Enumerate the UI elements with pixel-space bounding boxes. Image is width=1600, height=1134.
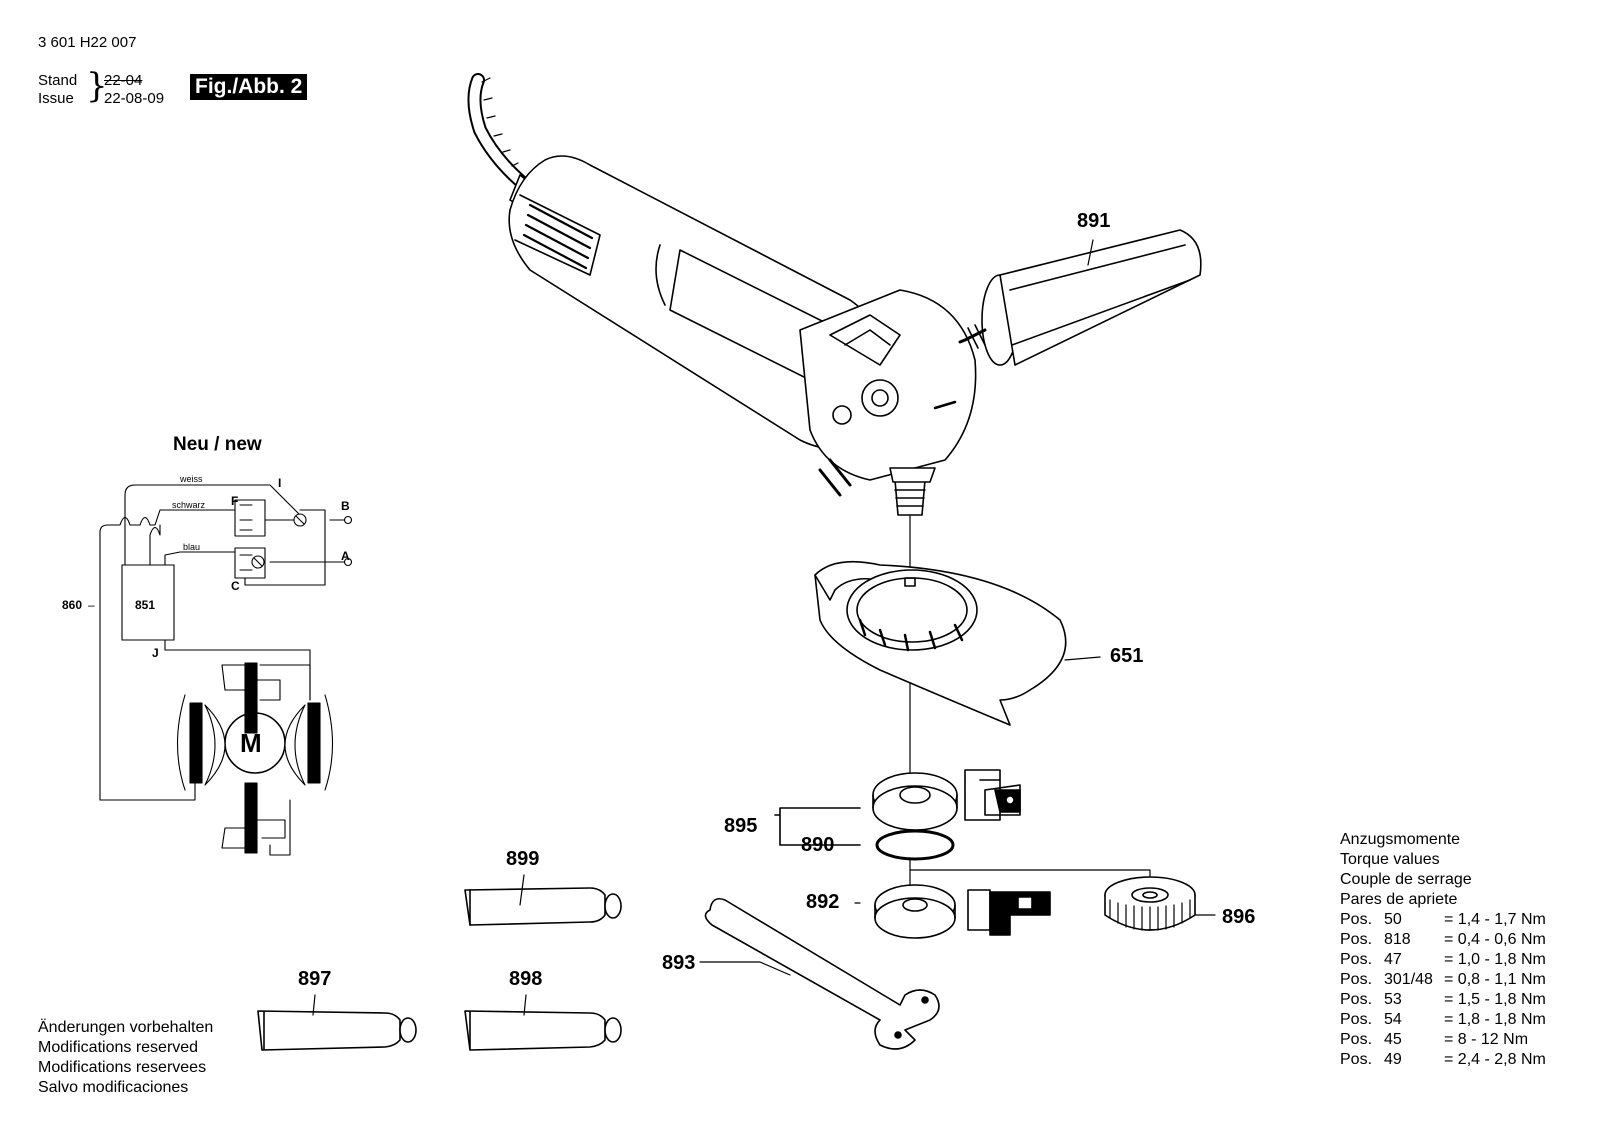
stand-label: Stand: [38, 72, 78, 89]
brace-glyph: }: [86, 66, 108, 106]
wiring-title: Neu / new: [173, 434, 262, 455]
notice-line-es: Salvo modificaciones: [38, 1079, 189, 1096]
torque-row: Pos.50= 1,4 - 1,7 Nm: [1340, 911, 1546, 928]
modifications-notice: Änderungen vorbehalten Modifications res…: [38, 1018, 213, 1098]
angle-grinder-body: [509, 156, 975, 515]
grease-tube-899: [465, 888, 621, 925]
torque-row: Pos.45= 8 - 12 Nm: [1340, 1031, 1529, 1048]
notice-line-fr: Modifications reservees: [38, 1059, 207, 1076]
callout-860-label: 860: [62, 598, 83, 612]
torque-row: Pos.53= 1,5 - 1,8 Nm: [1340, 991, 1546, 1008]
issue-label: Issue: [38, 90, 74, 107]
torque-row: Pos.301/48= 0,8 - 1,1 Nm: [1340, 971, 1546, 988]
terminal-I-label: I: [278, 476, 282, 490]
wheel-guard-651: [815, 562, 1066, 725]
callout-651: 651: [1110, 645, 1144, 667]
callout-891: 891: [1077, 210, 1111, 232]
torque-heading-en: Torque values: [1340, 851, 1440, 868]
callout-890: 890: [801, 834, 835, 856]
callout-896: 896: [1222, 906, 1256, 928]
torque-heading-fr: Couple de serrage: [1340, 871, 1472, 888]
torque-row: Pos.47= 1,0 - 1,8 Nm: [1340, 951, 1546, 968]
terminal-C-label: C: [231, 579, 240, 593]
torque-row: Pos.54= 1,8 - 1,8 Nm: [1340, 1011, 1546, 1028]
torque-table: Pos.50= 1,4 - 1,7 Nm Pos.818= 0,4 - 0,6 …: [1340, 910, 1546, 1070]
o-ring-890: [877, 831, 953, 859]
callout-895: 895: [724, 815, 758, 837]
figure-label: Fig./Abb. 2: [190, 74, 308, 100]
auxiliary-handle-891: [960, 230, 1201, 365]
wire-weiss-label: weiss: [180, 474, 203, 484]
callout-898: 898: [509, 968, 543, 990]
callout-897: 897: [298, 968, 332, 990]
torque-heading: Anzugsmomente Torque values Couple de se…: [1340, 830, 1472, 910]
torque-row: Pos.49= 2,4 - 2,8 Nm: [1340, 1051, 1546, 1068]
terminal-A-label: A: [341, 549, 350, 563]
mounting-flange-895: [873, 773, 957, 830]
wiring-schematic: [100, 485, 352, 855]
grease-tube-897: [258, 1011, 416, 1050]
quick-clamp-nut-896: [1105, 877, 1195, 930]
stand-date-struck: 22-04: [104, 72, 143, 89]
terminal-B-label: B: [341, 499, 350, 513]
wire-schwarz-label: schwarz: [172, 500, 206, 510]
notice-line-en: Modifications reserved: [38, 1039, 199, 1056]
wire-blau-label: blau: [183, 542, 201, 552]
torque-heading-de: Anzugsmomente: [1340, 831, 1461, 848]
grease-tube-898: [465, 1011, 621, 1050]
callout-860-dash: –: [88, 598, 95, 612]
terminal-F-label: F: [231, 494, 239, 508]
callout-892: 892: [806, 891, 840, 913]
clamping-nut-892: [875, 885, 955, 938]
component-851-label: 851: [135, 598, 156, 612]
callout-893: 893: [662, 952, 696, 974]
motor-symbol: M: [240, 728, 262, 758]
spanner-wrench-893: [705, 899, 939, 1049]
callout-899: 899: [506, 848, 540, 870]
torque-heading-es: Pares de apriete: [1340, 891, 1458, 908]
part-number: 3 601 H22 007: [38, 34, 137, 51]
issue-date: 22-08-09: [104, 90, 165, 107]
torque-row: Pos.818= 0,4 - 0,6 Nm: [1340, 931, 1546, 948]
notice-line-de: Änderungen vorbehalten: [38, 1019, 214, 1036]
terminal-J-label: J: [152, 646, 159, 660]
